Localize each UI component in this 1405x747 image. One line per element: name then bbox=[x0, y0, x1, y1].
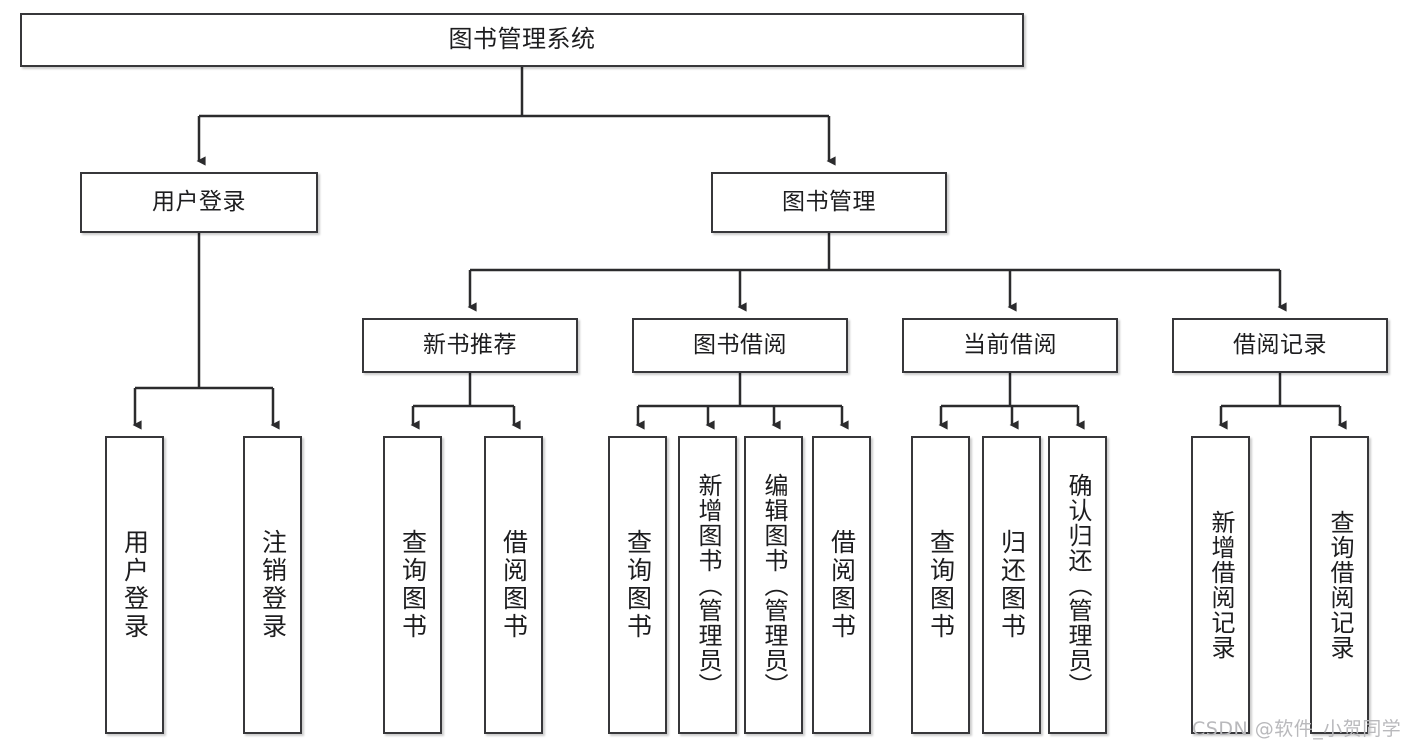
node-leaf-bk-query: 查询图书 bbox=[608, 436, 667, 734]
node-label: 注销登录 bbox=[258, 529, 288, 641]
node-label: 归还图书 bbox=[997, 529, 1027, 641]
node-label: 确认归还（管理员） bbox=[1063, 472, 1092, 698]
node-leaf-bk-borrow: 借阅图书 bbox=[812, 436, 871, 734]
node-label: 查询借阅记录 bbox=[1325, 510, 1354, 660]
node-leaf-cur-query: 查询图书 bbox=[911, 436, 970, 734]
node-label: 当前借阅 bbox=[963, 332, 1057, 359]
node-leaf-cur-return: 归还图书 bbox=[982, 436, 1041, 734]
node-borrow: 图书借阅 bbox=[632, 318, 848, 373]
node-leaf-logout: 注销登录 bbox=[243, 436, 302, 734]
edge-layer bbox=[132, 67, 1347, 430]
node-label: 用户登录 bbox=[152, 189, 246, 216]
node-label: 新增图书（管理员） bbox=[693, 472, 722, 698]
node-label: 查询图书 bbox=[398, 529, 428, 641]
node-leaf-bk-add: 新增图书（管理员） bbox=[678, 436, 737, 734]
node-login: 用户登录 bbox=[80, 172, 318, 233]
node-leaf-nb-borrow: 借阅图书 bbox=[484, 436, 543, 734]
node-label: 图书借阅 bbox=[693, 332, 787, 359]
node-leaf-rec-query: 查询借阅记录 bbox=[1310, 436, 1369, 734]
node-leaf-rec-add: 新增借阅记录 bbox=[1191, 436, 1250, 734]
node-label: 新书推荐 bbox=[423, 332, 517, 359]
node-label: 查询图书 bbox=[623, 529, 653, 641]
node-label: 图书管理系统 bbox=[448, 25, 596, 54]
csdn-watermark: CSDN @软件_小贺同学 bbox=[1192, 718, 1402, 740]
node-records: 借阅记录 bbox=[1172, 318, 1388, 373]
node-label: 借阅图书 bbox=[499, 529, 529, 641]
node-label: 新增借阅记录 bbox=[1206, 510, 1235, 660]
node-label: 用户登录 bbox=[120, 529, 150, 641]
node-root: 图书管理系统 bbox=[20, 13, 1024, 67]
node-label: 编辑图书（管理员） bbox=[759, 472, 788, 698]
node-current: 当前借阅 bbox=[902, 318, 1118, 373]
node-label: 查询图书 bbox=[926, 529, 956, 641]
node-label: 借阅图书 bbox=[827, 529, 857, 641]
node-leaf-bk-edit: 编辑图书（管理员） bbox=[744, 436, 803, 734]
node-bookmgmt: 图书管理 bbox=[711, 172, 947, 233]
node-leaf-user-login: 用户登录 bbox=[105, 436, 164, 734]
node-leaf-cur-confirm: 确认归还（管理员） bbox=[1048, 436, 1107, 734]
node-label: 借阅记录 bbox=[1233, 332, 1327, 359]
node-leaf-nb-query: 查询图书 bbox=[383, 436, 442, 734]
node-newbook: 新书推荐 bbox=[362, 318, 578, 373]
node-label: 图书管理 bbox=[782, 189, 876, 216]
